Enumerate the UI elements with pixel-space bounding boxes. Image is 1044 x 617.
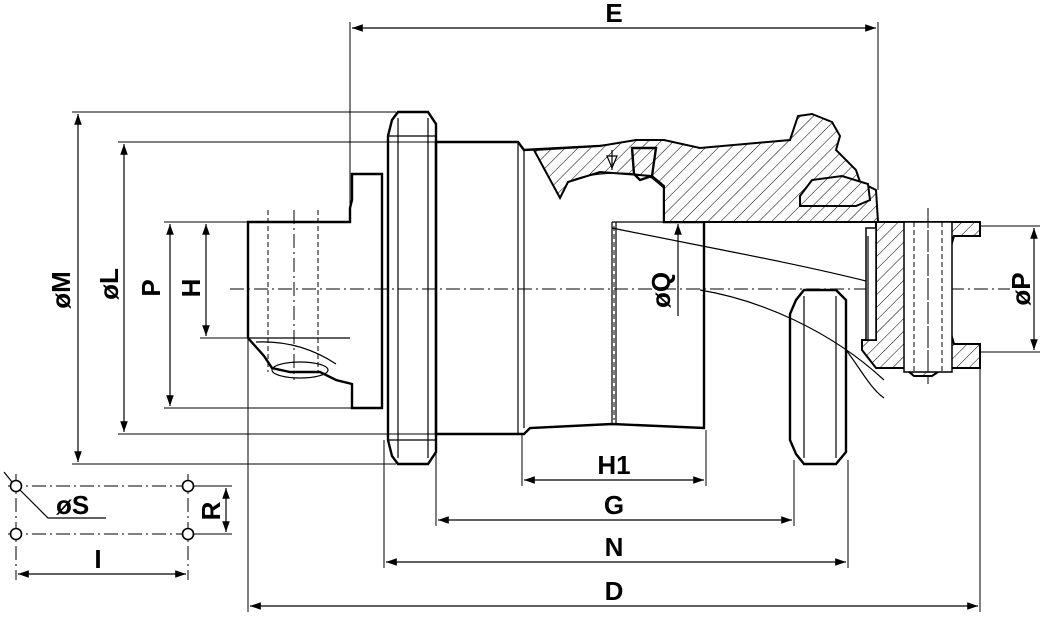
dimension-D bbox=[247, 338, 981, 612]
label-S: øS bbox=[56, 490, 89, 520]
dimension-L bbox=[118, 141, 518, 435]
label-D: D bbox=[605, 576, 624, 606]
dimension-P-right bbox=[980, 225, 1040, 353]
dimension-H bbox=[200, 221, 248, 339]
label-I: I bbox=[94, 544, 101, 574]
label-H1: H1 bbox=[597, 450, 630, 480]
left-flange bbox=[386, 110, 438, 466]
left-shaft-stub bbox=[246, 172, 384, 410]
label-R: R bbox=[196, 501, 226, 520]
label-E: E bbox=[605, 0, 622, 28]
bolt-pattern-detail bbox=[3, 471, 232, 580]
right-flange bbox=[699, 288, 885, 466]
label-P-left: P bbox=[136, 279, 166, 296]
bolt-hole bbox=[181, 479, 195, 493]
dimension-G bbox=[435, 434, 795, 526]
label-L: øL bbox=[94, 268, 124, 300]
dimension-H1 bbox=[521, 430, 707, 486]
label-N: N bbox=[605, 532, 624, 562]
label-M: øM bbox=[46, 271, 76, 309]
dimension-N bbox=[383, 440, 849, 568]
label-Q: øQ bbox=[646, 272, 676, 308]
label-P-right: øP bbox=[1006, 272, 1036, 305]
label-H: H bbox=[176, 279, 206, 298]
hatched-section-top bbox=[532, 112, 880, 223]
dimension-M bbox=[72, 111, 396, 465]
dimension-E bbox=[349, 22, 879, 222]
label-G: G bbox=[604, 490, 624, 520]
dimension-P-left bbox=[164, 221, 352, 409]
bolt-hole bbox=[9, 479, 23, 493]
bolt-hole bbox=[9, 527, 23, 541]
bolt-hole bbox=[181, 527, 195, 541]
right-end-cap bbox=[861, 208, 981, 384]
